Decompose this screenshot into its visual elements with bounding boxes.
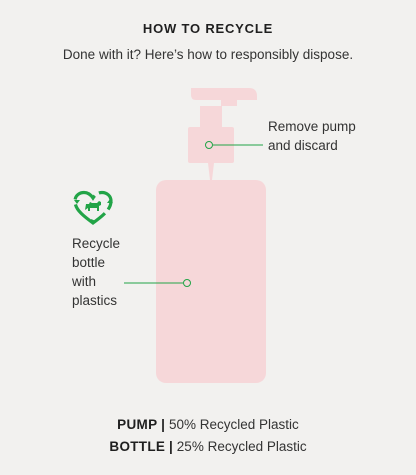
bottle-callout: Recycle bottle with plastics: [72, 234, 142, 310]
pump-callout: Remove pump and discard: [268, 117, 356, 155]
pump-separator: |: [161, 417, 166, 432]
page-subtitle: Done with it? Here’s how to responsibly …: [62, 47, 354, 62]
bottle-recycled-info: BOTTLE | 25% Recycled Plastic: [0, 439, 416, 454]
pump-recycled-info: PUMP | 50% Recycled Plastic: [0, 417, 416, 432]
bottle-label: BOTTLE: [109, 439, 166, 454]
bottle-callout-dot: [183, 279, 191, 287]
pump-callout-dot: [205, 141, 213, 149]
recycle-heart-icon: [73, 190, 113, 225]
pump-neck-shape: [200, 106, 222, 128]
pump-value: 50% Recycled Plastic: [169, 417, 299, 432]
bottle-separator: |: [168, 439, 174, 454]
page-title: HOW TO RECYCLE: [142, 21, 274, 36]
bottle-body-shape: [156, 180, 266, 383]
pump-head-shape: [191, 88, 257, 106]
dip-tube-shape: [208, 163, 214, 180]
bottle-value: 25% Recycled Plastic: [176, 439, 307, 454]
bottle-callout-line3: with: [72, 274, 97, 289]
bottle-callout-line4: plastics: [72, 293, 118, 308]
pump-callout-line1: Remove pump: [268, 119, 356, 134]
pump-callout-line2: and discard: [268, 138, 338, 153]
pump-label: PUMP: [117, 417, 158, 432]
bottle-callout-line1: Recycle: [72, 236, 121, 251]
bottle-callout-line2: bottle: [72, 255, 106, 270]
